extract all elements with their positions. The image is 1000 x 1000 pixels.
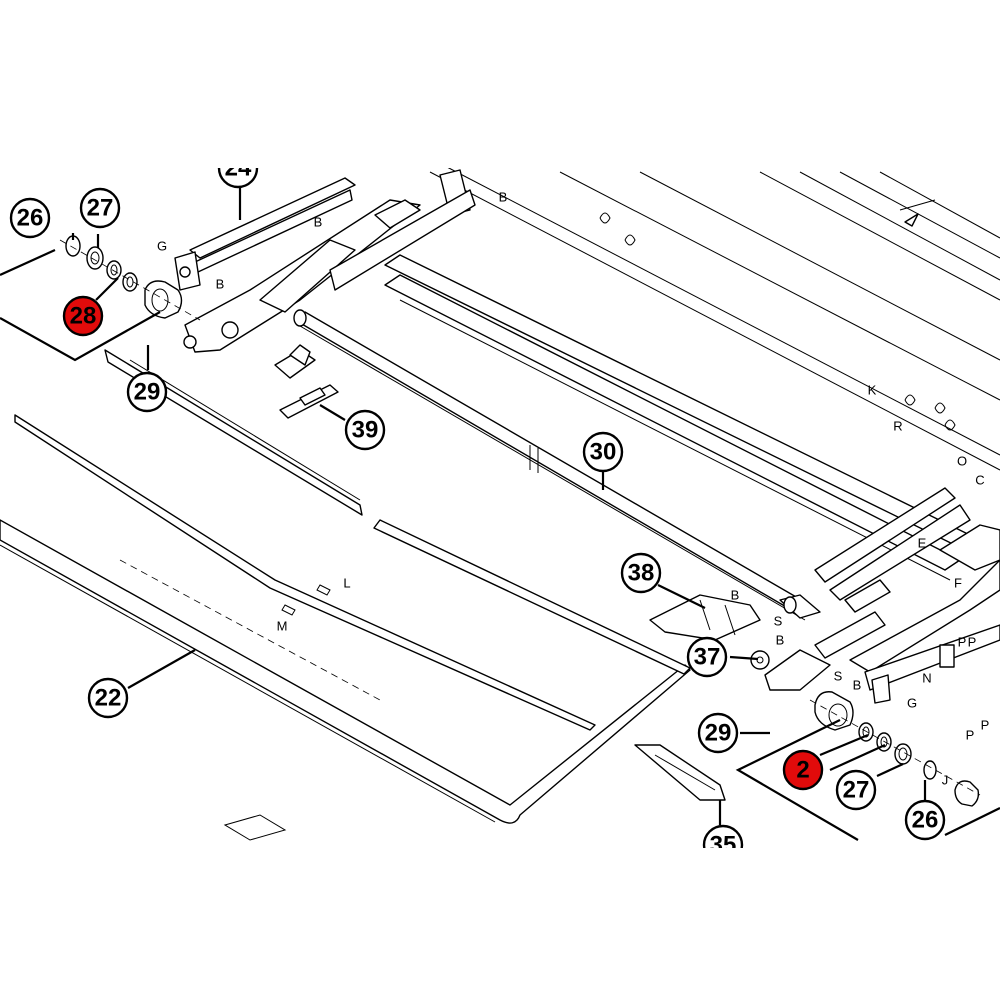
lower-panel <box>0 349 691 824</box>
letter-label: P <box>981 718 990 733</box>
bracket-39 <box>274 344 339 419</box>
bottom-crop-mask <box>0 848 1000 1000</box>
letter-label: B <box>314 215 323 230</box>
top-crop-mask <box>0 0 1000 168</box>
letter-label: B <box>216 277 225 292</box>
svg-text:2: 2 <box>796 757 809 784</box>
small-clips <box>223 212 956 841</box>
letter-label: S <box>774 614 783 629</box>
callout-26-right: 26 <box>904 799 946 841</box>
letter-label: B <box>499 190 508 205</box>
letter-label: B <box>776 633 785 648</box>
bracket-35 <box>634 744 726 801</box>
svg-text:29: 29 <box>705 720 732 747</box>
callout-28-right: 2 <box>782 749 824 791</box>
letter-label: G <box>157 239 167 254</box>
letter-label: F <box>954 576 962 591</box>
svg-text:37: 37 <box>694 644 721 671</box>
callout-30: 30 <box>582 431 624 473</box>
letter-label: K <box>868 383 877 398</box>
letter-label: N <box>922 671 931 686</box>
letter-label: S <box>834 669 843 684</box>
svg-text:27: 27 <box>843 777 870 804</box>
callout-29-left: 29 <box>126 371 168 413</box>
letter-label: L <box>343 576 350 591</box>
callout-27-right: 27 <box>835 769 877 811</box>
svg-text:22: 22 <box>95 685 122 712</box>
letter-label: B <box>853 678 862 693</box>
letter-label: P <box>966 728 975 743</box>
left-bushing-assembly <box>59 235 201 321</box>
letter-label: C <box>975 473 984 488</box>
upper-left-linkage <box>174 177 476 353</box>
callout-29-right: 29 <box>697 712 739 754</box>
letter-label: G <box>907 696 917 711</box>
bracket-38 <box>649 594 886 691</box>
callout-39: 39 <box>344 409 386 451</box>
svg-text:38: 38 <box>628 560 655 587</box>
letter-labels: B G B B K R O C E F L M B S B S B G N P … <box>157 190 989 788</box>
svg-text:26: 26 <box>912 807 939 834</box>
callout-28-left: 28 <box>62 295 104 337</box>
leader-lines <box>0 185 1000 841</box>
letter-label: B <box>731 588 740 603</box>
callout-27-left: 27 <box>79 187 121 229</box>
letter-label: R <box>893 419 902 434</box>
svg-text:26: 26 <box>17 205 44 232</box>
letter-label: E <box>918 536 927 551</box>
callout-37: 37 <box>686 636 728 678</box>
letter-label: P <box>958 635 967 650</box>
callout-38: 38 <box>620 552 662 594</box>
right-linkage <box>844 524 1000 704</box>
callout-26-left: 26 <box>9 197 51 239</box>
upper-frame <box>429 165 1000 471</box>
letter-label: M <box>277 619 288 634</box>
letter-label: J <box>942 773 949 788</box>
svg-text:27: 27 <box>87 195 114 222</box>
callout-22: 22 <box>87 677 129 719</box>
svg-text:29: 29 <box>134 379 161 406</box>
letter-label: O <box>957 454 967 469</box>
svg-text:39: 39 <box>352 417 379 444</box>
svg-text:30: 30 <box>590 439 617 466</box>
letter-label: P <box>968 635 977 650</box>
svg-text:28: 28 <box>70 303 97 330</box>
